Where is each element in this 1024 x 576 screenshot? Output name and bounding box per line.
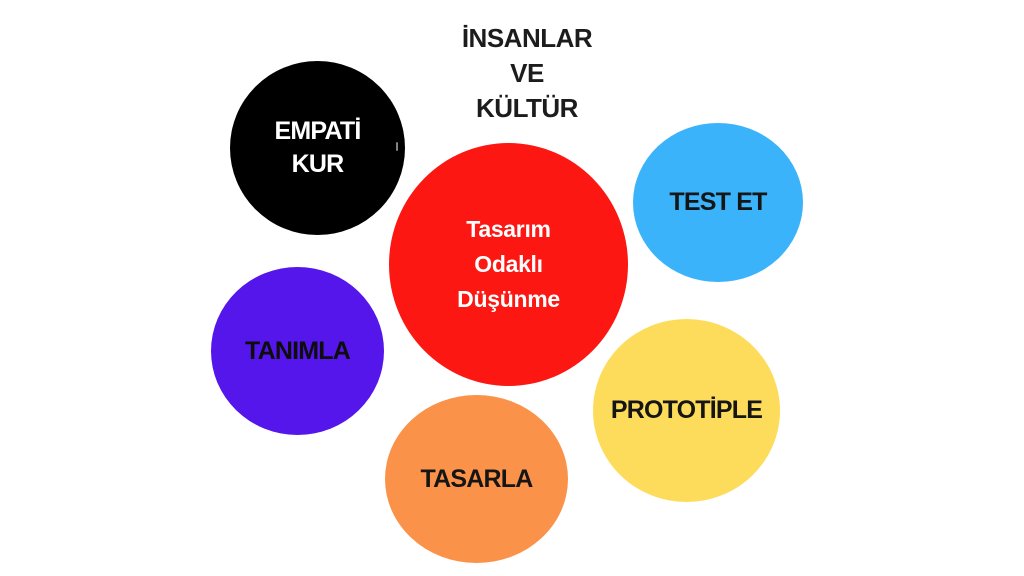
center-label-line: Odaklı — [474, 251, 543, 277]
circle-tanimla: TANIMLA — [211, 267, 384, 435]
diagram-title: İNSANLAR VE KÜLTÜR — [377, 21, 677, 126]
title-line-1: İNSANLAR — [461, 23, 593, 53]
circle-label-line: EMPATİ — [274, 117, 362, 145]
circle-label-line: KUR — [291, 150, 345, 178]
circle-label: TANIMLA — [244, 336, 351, 365]
title-line-3: KÜLTÜR — [476, 93, 578, 123]
circle-tasarla: TASARLA — [385, 395, 568, 563]
center-label-line: Düşünme — [457, 286, 560, 312]
circle-label: TEST ET — [669, 188, 767, 216]
circle-tasarim-odakli-dusunme: Tasarım Odaklı Düşünme — [389, 143, 628, 386]
speck-artifact — [396, 142, 398, 151]
circle-empati-kur: EMPATİ KUR — [230, 61, 405, 235]
center-label-line: Tasarım — [466, 216, 551, 242]
circle-label: PROTOTİPLE — [610, 396, 763, 424]
circle-label: TASARLA — [420, 464, 534, 493]
circle-test-et: TEST ET — [633, 123, 803, 282]
title-line-2: VE — [510, 58, 544, 88]
circle-prototiple: PROTOTİPLE — [593, 319, 780, 502]
